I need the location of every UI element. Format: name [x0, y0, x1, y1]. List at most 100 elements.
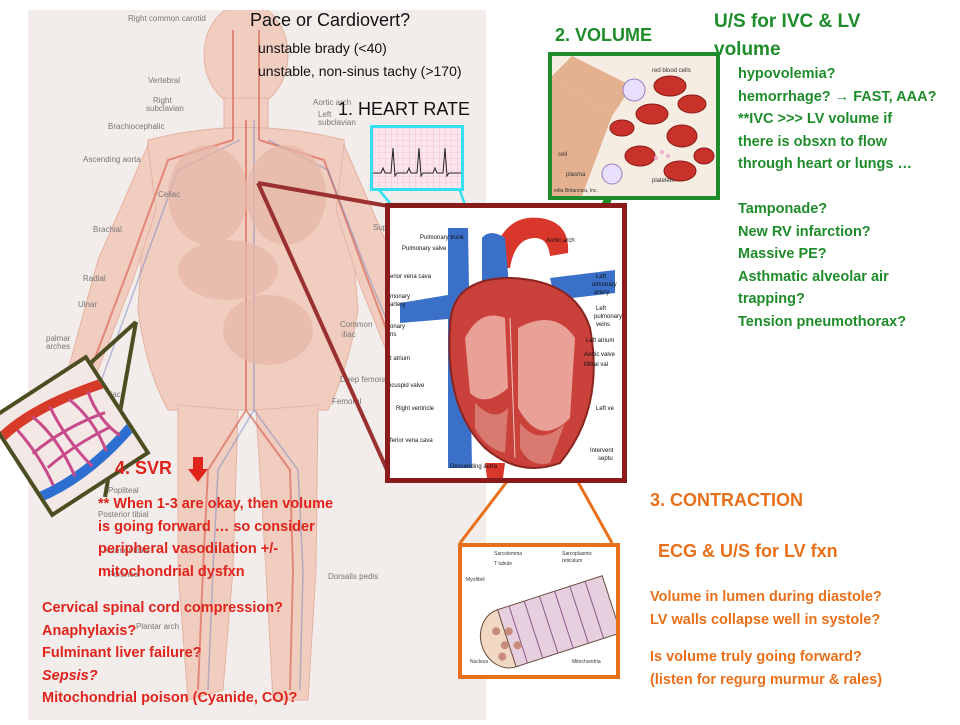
svr-causes: Cervical spinal cord compression? Anaphy…	[42, 597, 297, 710]
heart-panel: Pulmonary trunk Aortic arch Pulmonary va…	[385, 203, 627, 483]
anatomy-label-ulnar: Ulnar	[78, 300, 98, 309]
capillary-bed-panel	[0, 354, 151, 518]
blood-label-platelets: platelets	[652, 178, 675, 184]
anatomy-label-subclavian: subclavian	[146, 104, 184, 113]
us-ivc-spacer	[738, 176, 936, 199]
us-ivc-item: hemorrhage? → FAST, AAA?	[738, 88, 937, 105]
anatomy-label-right-common-carotid: Right common carotid	[128, 14, 206, 23]
us-ivc-item: New RV infarction?	[738, 223, 871, 240]
heart-label-tricuspid-valve: icuspid valve	[390, 383, 425, 389]
svr-cause-item: Sepsis?	[42, 667, 98, 684]
us-ivc-item: Massive PE?	[738, 246, 827, 262]
muscle-label-sarcoplasmic: Sarcoplasmic	[562, 551, 593, 557]
anatomy-label-aortic-arch: Aortic arch	[313, 98, 352, 107]
heart-label-left-veins: Left	[596, 306, 607, 312]
heart-connector-top	[257, 181, 389, 208]
blood-cells-illustration	[552, 56, 716, 196]
us-ivc-item: Asthmatic alveolar air	[738, 268, 889, 285]
anatomy-label-peroneal: Peroneal	[108, 570, 141, 579]
heart-label-pulmonary: monary	[390, 294, 411, 300]
heart-label-ulmonary: ulmonary	[592, 282, 617, 288]
anatomy-label-posterior-tibial: Posterior tibial	[98, 510, 149, 519]
heart-label-descending-aorta: Descending aorta	[450, 464, 498, 470]
muscle-label-sarcolemma: Sarcolemma	[494, 551, 523, 557]
anatomy-label-right: Right	[153, 96, 172, 105]
pace-line-tachy: unstable, non-sinus tachy (>170)	[258, 63, 462, 79]
muscle-label-t-tubule: T tubule	[494, 561, 512, 567]
us-ivc-title-line-1: U/S for IVC & LV	[714, 11, 861, 32]
muscle-label-reticulum: reticulum	[562, 558, 583, 564]
contraction-muscle-panel: Sarcolemma T tubule Sarcoplasmic reticul…	[458, 543, 620, 679]
us-ivc-item: Tamponade?	[738, 201, 828, 217]
svr-note-line: is going forward … so consider	[98, 518, 315, 535]
us-ivc-list: hypovolemia? hemorrhage? → FAST, AAA? **…	[738, 63, 936, 333]
svr-note-line: peripheral vasodilation +/-	[98, 541, 279, 557]
muscle-fibre-illustration	[462, 547, 616, 675]
anatomy-label-common: Common	[340, 320, 373, 329]
blood-label-plasma: plasma	[566, 172, 586, 178]
volume-label: 2. VOLUME	[555, 25, 653, 45]
heart-label-left: Left	[596, 274, 607, 280]
contraction-subtitle: ECG & U/S for LV fxn	[658, 541, 838, 561]
heart-rate-label: 1. HEART RATE	[338, 99, 471, 119]
svr-cause-item: Anaphylaxis?	[42, 622, 137, 639]
heart-rate-ecg-panel	[370, 125, 464, 191]
heart-label-mitral-valve: Mitral val	[584, 362, 609, 368]
pace-title: Pace or Cardiovert?	[250, 10, 411, 30]
heart-label-pulmonary-trunk: Pulmonary trunk	[420, 235, 464, 241]
anatomy-label-left: Left	[318, 110, 332, 119]
contraction-item: LV walls collapse well in systole?	[650, 611, 881, 628]
svr-cause-item: Mitochondrial poison (Cyanide, CO)?	[42, 690, 298, 706]
anatomy-label-femoral: Femoral	[332, 397, 362, 406]
heart-label-pulmonary-veins: pulmonary	[594, 314, 623, 320]
us-ivc-item: there is obsxn to flow	[738, 133, 888, 150]
volume-blood-panel: red blood cells cell plasma platelets ed…	[548, 52, 720, 200]
svr-note: ** When 1-3 are okay, then volume is goi…	[98, 493, 333, 583]
anatomy-label-plantar-arch: Plantar arch	[136, 622, 180, 631]
heart-label-right-ventricle: Right ventricle	[396, 406, 435, 412]
heart-label-ns: ns	[390, 332, 397, 338]
svr-label: 4. SVR	[115, 458, 173, 478]
anatomy-label-vertebral: Vertebral	[148, 76, 181, 85]
heart-illustration	[390, 208, 622, 478]
us-ivc-item: Tension pneumothorax?	[738, 313, 907, 330]
anatomy-label-iliac: iliac	[342, 330, 356, 339]
anatomy-label-left-subclavian: subclavian	[318, 118, 356, 127]
blood-label-cell: cell	[558, 152, 568, 158]
us-ivc-item: through heart or lungs …	[738, 156, 912, 172]
anatomy-label-dorsalis-pedis: Dorsalis pedis	[328, 572, 379, 581]
heart-label-artery: artery	[390, 302, 406, 308]
contraction-label: 3. CONTRACTION	[650, 490, 803, 510]
anatomy-label-radial: Radial	[83, 274, 106, 283]
heart-label-onary: onary	[390, 324, 406, 330]
anatomy-label-arches: arches	[46, 342, 71, 351]
us-ivc-item: hypovolemia?	[738, 66, 836, 82]
anatomy-label-deep-femoral: Deep femoral	[340, 375, 389, 384]
pace-line-brady: unstable brady (<40)	[258, 40, 387, 56]
capillary-bed-illustration	[0, 359, 146, 513]
contraction-item: Volume in lumen during diastole?	[650, 589, 882, 605]
heart-label-veins: veins	[596, 322, 611, 328]
muscle-label-nucleus: Nucleus	[470, 659, 489, 665]
svr-cause-item: Cervical spinal cord compression?	[42, 600, 283, 616]
ecg-strip-illustration	[373, 128, 461, 188]
svr-note-line: mitochondrial dysfxn	[98, 563, 245, 580]
anatomy-label-sup: Sup	[373, 223, 388, 232]
heart-label-interventricular: Intervent	[590, 448, 614, 454]
contraction-item: (listen for regurg murmur & rales)	[650, 671, 883, 688]
contraction-item: Is volume truly going forward?	[650, 649, 862, 665]
us-ivc-title-line-2: volume	[714, 39, 781, 60]
heart-label-aortic-valve: Aortic valve	[584, 352, 616, 358]
anatomy-label-popliteal: Popliteal	[108, 486, 139, 495]
heart-label-left-ventricle: Left ve	[596, 406, 615, 412]
heart-label-artery-left: artery	[594, 290, 610, 296]
contraction-list: Volume in lumen during diastole? LV wall…	[650, 586, 882, 691]
heart-label-pulmonary-valve: Pulmonary valve	[402, 246, 447, 252]
svr-cause-item: Fulminant liver failure?	[42, 645, 202, 661]
heart-label-left-atrium: Left atrium	[586, 338, 615, 344]
heart-label-inferior-vena-cava: ferior vena cava	[390, 438, 433, 444]
anatomy-label-ascending-aorta: Ascending aorta	[83, 155, 141, 164]
anatomy-label-brachiocephalic: Brachiocephalic	[108, 122, 165, 131]
contraction-spacer	[650, 631, 882, 646]
muscle-label-myofibril: Myofibril	[466, 577, 485, 583]
